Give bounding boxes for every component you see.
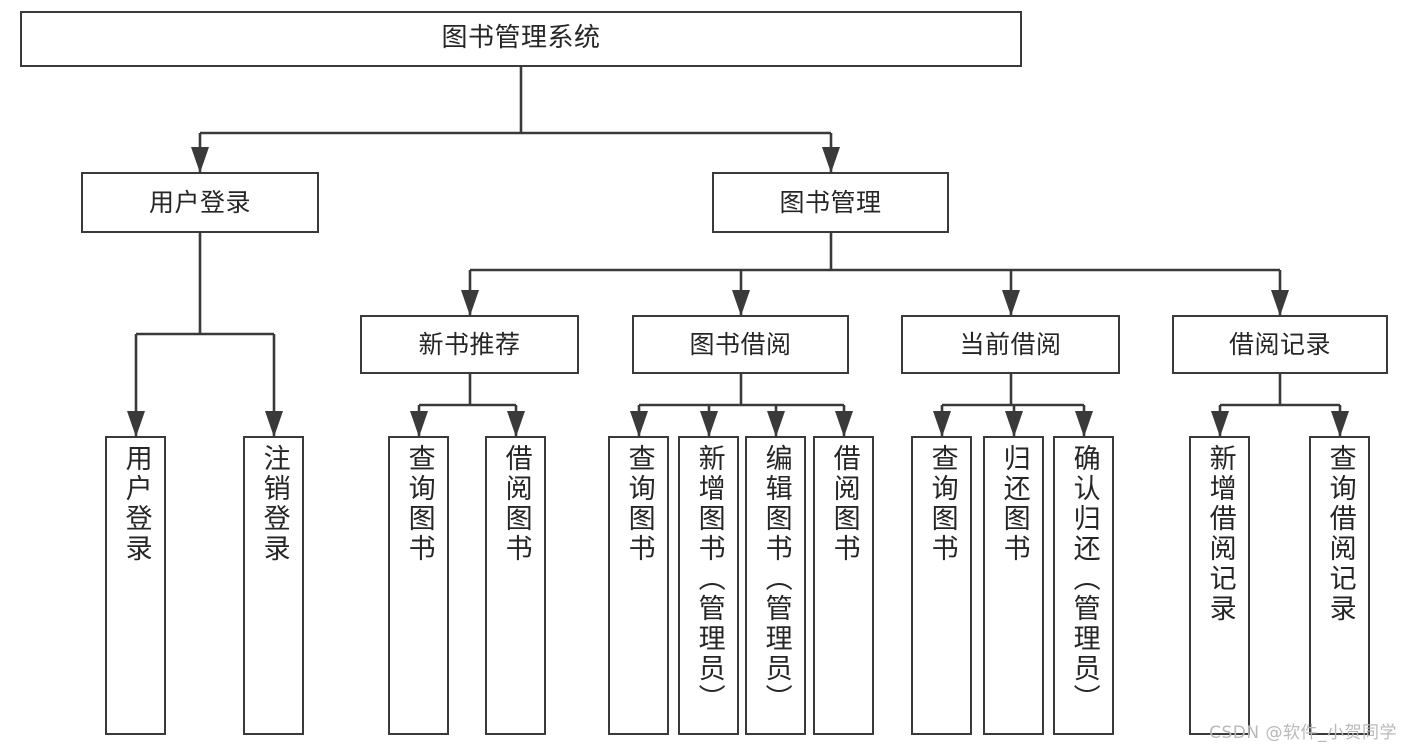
node-book-manage[interactable]: 图书管理 <box>712 172 949 233</box>
arrowhead-icon <box>835 411 853 437</box>
arrowhead-icon <box>1271 290 1289 316</box>
node-label: 当前借阅 <box>959 329 1062 359</box>
arrowhead-icon <box>1331 411 1349 437</box>
node-book-borrow[interactable]: 图书借阅 <box>632 315 849 374</box>
node-leaf-query-book-3[interactable]: 查询图书 <box>911 436 972 735</box>
node-user-login[interactable]: 用户登录 <box>81 172 319 233</box>
node-leaf-add-record[interactable]: 新增借阅记录 <box>1189 436 1250 735</box>
node-label: 查询图书 <box>623 444 655 564</box>
node-label: 新增借阅记录 <box>1204 444 1236 624</box>
arrowhead-icon <box>732 290 750 316</box>
arrowhead-icon <box>461 290 479 316</box>
node-label: 借阅记录 <box>1228 329 1331 359</box>
node-leaf-user-login[interactable]: 用户登录 <box>105 436 166 735</box>
node-label: 确认归还（管理员） <box>1068 444 1100 714</box>
node-new-book-rec[interactable]: 新书推荐 <box>360 315 579 374</box>
node-leaf-query-record[interactable]: 查询借阅记录 <box>1309 436 1370 735</box>
node-leaf-borrow-book-1[interactable]: 借阅图书 <box>485 436 546 735</box>
node-label: 注销登录 <box>258 444 290 564</box>
node-label: 图书借阅 <box>689 329 792 359</box>
node-leaf-confirm-ret[interactable]: 确认归还（管理员） <box>1053 436 1114 735</box>
arrowhead-icon <box>630 411 648 437</box>
node-current-borrow[interactable]: 当前借阅 <box>901 315 1120 374</box>
node-label: 图书管理 <box>779 187 882 217</box>
node-label: 归还图书 <box>998 444 1030 564</box>
arrowhead-icon <box>1075 411 1093 437</box>
node-label: 用户登录 <box>120 444 152 564</box>
arrowhead-icon <box>265 411 283 437</box>
arrowhead-icon <box>1211 411 1229 437</box>
node-leaf-query-book-2[interactable]: 查询图书 <box>608 436 669 735</box>
node-label: 查询借阅记录 <box>1324 444 1356 624</box>
node-label: 借阅图书 <box>828 444 860 564</box>
node-leaf-borrow-book-2[interactable]: 借阅图书 <box>813 436 874 735</box>
watermark: CSDN @软件_小贺同学 <box>1209 723 1397 743</box>
node-label: 编辑图书（管理员） <box>760 444 792 714</box>
arrowhead-icon <box>507 411 525 437</box>
arrowhead-icon <box>933 411 951 437</box>
node-leaf-add-book[interactable]: 新增图书（管理员） <box>678 436 739 735</box>
node-label: 新增图书（管理员） <box>693 444 725 714</box>
arrowhead-icon <box>767 411 785 437</box>
node-leaf-return-book[interactable]: 归还图书 <box>983 436 1044 735</box>
arrowhead-icon <box>1002 290 1020 316</box>
node-borrow-record[interactable]: 借阅记录 <box>1172 315 1388 374</box>
arrowhead-icon <box>127 411 145 437</box>
arrowhead-icon <box>191 147 209 173</box>
arrowhead-icon <box>822 147 840 173</box>
node-label: 查询图书 <box>926 444 958 564</box>
arrowhead-icon <box>410 411 428 437</box>
node-leaf-edit-book[interactable]: 编辑图书（管理员） <box>745 436 806 735</box>
node-leaf-user-logout[interactable]: 注销登录 <box>243 436 304 735</box>
node-label: 借阅图书 <box>500 444 532 564</box>
node-label: 新书推荐 <box>418 329 521 359</box>
node-label: 查询图书 <box>403 444 435 564</box>
arrowhead-icon <box>700 411 718 437</box>
node-label: 用户登录 <box>148 187 251 217</box>
node-label: 图书管理系统 <box>441 23 601 54</box>
arrowhead-icon <box>1005 411 1023 437</box>
node-leaf-query-book-1[interactable]: 查询图书 <box>388 436 449 735</box>
node-root[interactable]: 图书管理系统 <box>20 11 1022 67</box>
